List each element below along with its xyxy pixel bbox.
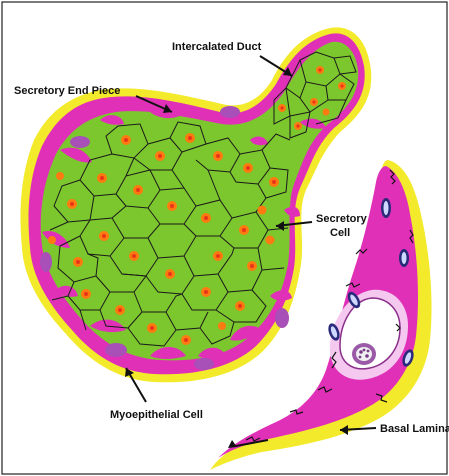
label-myoepithelial-cell: Myoepithelial Cell	[110, 409, 203, 421]
label-secretory-end-piece: Secretory End Piece	[14, 85, 120, 97]
secretory-end-piece	[21, 27, 372, 382]
lumen-cell	[352, 343, 376, 365]
label-secretory-cell-line2: Cell	[330, 227, 350, 239]
label-intercalated-duct: Intercalated Duct	[172, 41, 262, 53]
label-secretory-cell-line1: Secretory	[316, 213, 368, 225]
label-basal-lamina: Basal Lamina	[380, 423, 449, 435]
